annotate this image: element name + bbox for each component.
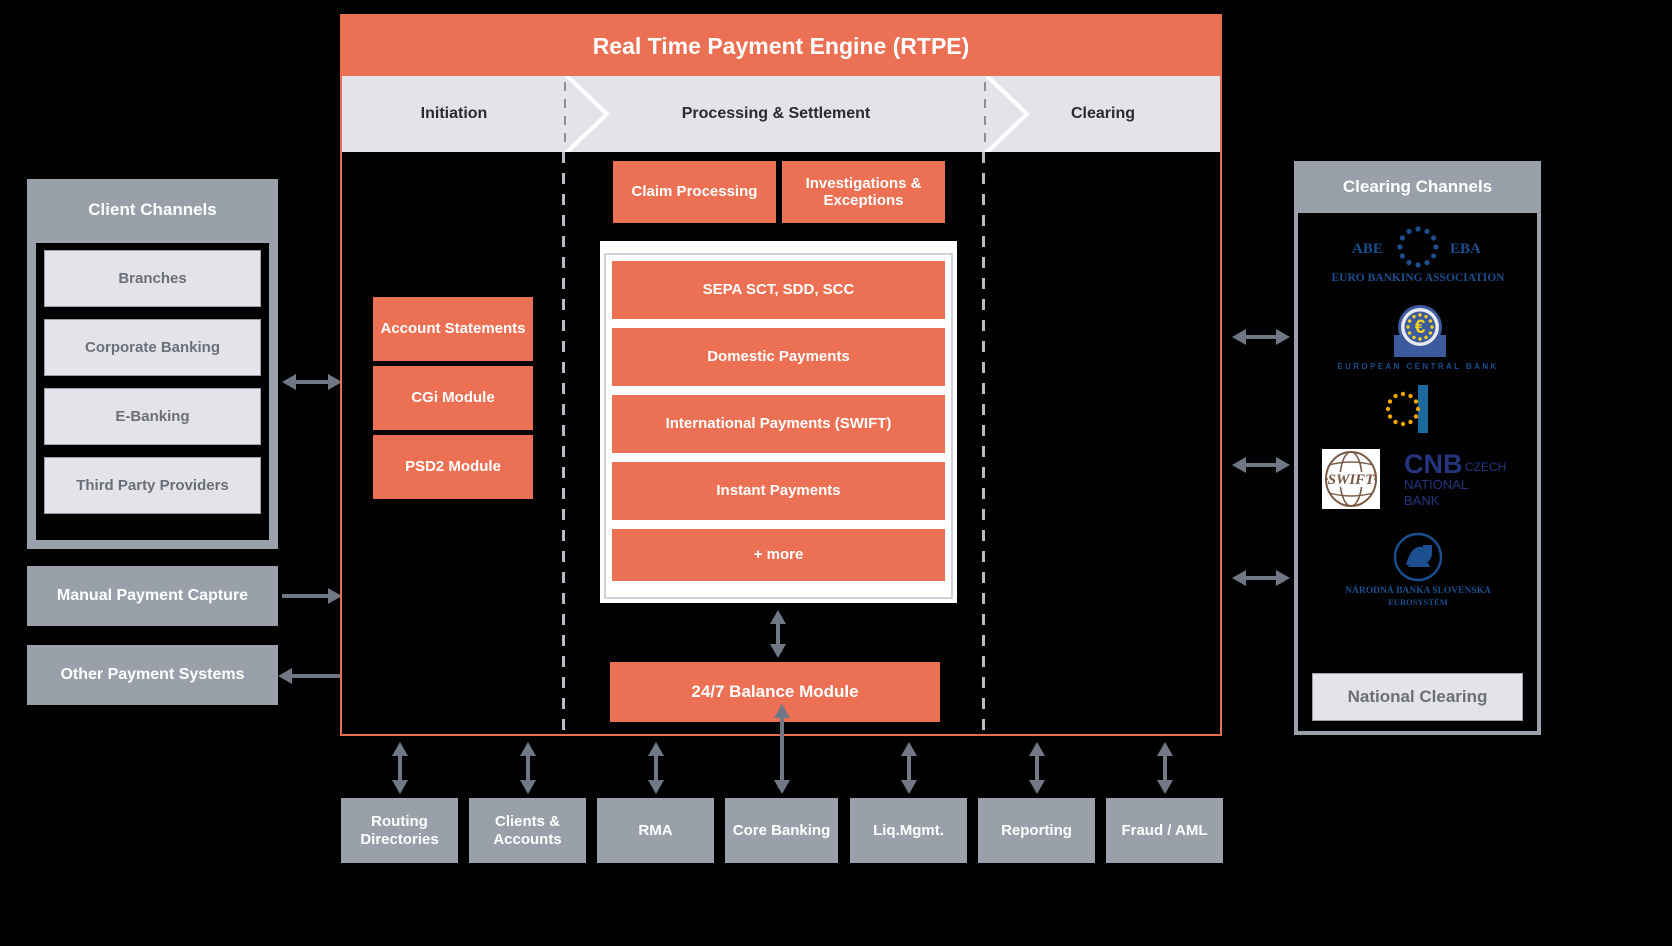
svg-text:NÁRODNÁ BANKA SLOVENSKA: NÁRODNÁ BANKA SLOVENSKA bbox=[1345, 584, 1491, 596]
client-channels-title: Client Channels bbox=[88, 200, 217, 220]
stage-initiation: Initiation bbox=[420, 104, 488, 122]
payment-types-container: SEPA SCT, SDD, SCC Domestic Payments Int… bbox=[600, 241, 957, 603]
chevron-right-icon-2 bbox=[984, 76, 1030, 152]
arrow-rtpe-to-routing-directories bbox=[388, 742, 412, 794]
svg-text:EURO BANKING ASSOCIATION: EURO BANKING ASSOCIATION bbox=[1331, 272, 1505, 284]
stage-clearing: Clearing bbox=[1070, 104, 1135, 122]
arrow-rtpe-to-clearing-1 bbox=[1232, 325, 1290, 349]
arrow-payments-to-balance-module bbox=[766, 610, 790, 658]
svg-text:CNB: CNB bbox=[1404, 449, 1463, 479]
svg-text:EUROSYSTÉM: EUROSYSTÉM bbox=[1388, 597, 1448, 607]
svg-text:CZECH: CZECH bbox=[1465, 460, 1506, 474]
arrow-rtpe-to-clearing-3 bbox=[1232, 566, 1290, 590]
client-channels-panel: Client Channels Branches Corporate Banki… bbox=[27, 179, 278, 549]
client-channel-third-party-providers[interactable]: Third Party Providers bbox=[44, 457, 261, 514]
other-payment-systems-block[interactable]: Other Payment Systems bbox=[27, 645, 278, 705]
module-account-statements[interactable]: Account Statements bbox=[373, 297, 533, 361]
service-clients-accounts[interactable]: Clients & Accounts bbox=[469, 798, 586, 863]
swift-icon: SWIFT bbox=[1321, 449, 1380, 509]
payment-type-sepa[interactable]: SEPA SCT, SDD, SCC bbox=[612, 261, 945, 319]
manual-payment-capture-block[interactable]: Manual Payment Capture bbox=[27, 566, 278, 626]
lane-separator-clearing bbox=[982, 152, 985, 734]
payment-type-international-swift[interactable]: International Payments (SWIFT) bbox=[612, 395, 945, 453]
arrow-manual-capture-to-rtpe bbox=[282, 584, 342, 608]
nbs-logo: NÁRODNÁ BANKA SLOVENSKA EUROSYSTÉM bbox=[1298, 531, 1537, 609]
clearing-channels-panel: Clearing Channels ABE EBA bbox=[1294, 161, 1541, 735]
client-channel-e-banking[interactable]: E-Banking bbox=[44, 388, 261, 445]
swift-cnb-logo-group: SWIFT CNB CZECH NATIONAL BANK bbox=[1298, 443, 1537, 515]
clearing-channels-title: Clearing Channels bbox=[1342, 177, 1493, 197]
arrow-client-channels-to-rtpe bbox=[282, 370, 342, 394]
svg-text:NATIONAL: NATIONAL bbox=[1404, 477, 1468, 492]
arrow-rtpe-to-liq-mgmt bbox=[897, 742, 921, 794]
payment-type-instant[interactable]: Instant Payments bbox=[612, 462, 945, 520]
stage-divider-2 bbox=[984, 82, 986, 146]
module-psd2[interactable]: PSD2 Module bbox=[373, 435, 533, 499]
module-balance-24-7[interactable]: 24/7 Balance Module bbox=[610, 662, 940, 722]
cnb-icon: CNB CZECH NATIONAL BANK bbox=[1404, 449, 1506, 508]
arrow-rtpe-to-clients-accounts bbox=[516, 742, 540, 794]
client-channel-branches[interactable]: Branches bbox=[44, 250, 261, 307]
module-investigations-exceptions[interactable]: Investigations & Exceptions bbox=[782, 161, 945, 223]
svg-text:EBA: EBA bbox=[1450, 241, 1481, 257]
svg-text:€: € bbox=[1414, 317, 1425, 338]
arrow-rtpe-to-clearing-2 bbox=[1232, 453, 1290, 477]
service-liq-mgmt[interactable]: Liq.Mgmt. bbox=[850, 798, 967, 863]
svg-text:ABE: ABE bbox=[1352, 241, 1383, 257]
arrow-rtpe-to-rma bbox=[644, 742, 668, 794]
payment-types-list: SEPA SCT, SDD, SCC Domestic Payments Int… bbox=[604, 253, 953, 599]
svg-text:EUROPEAN CENTRAL BANK: EUROPEAN CENTRAL BANK bbox=[1337, 362, 1498, 371]
ecb-logo: € EUROPEAN CENTRAL BANK bbox=[1298, 299, 1537, 373]
svg-text:SWIFT: SWIFT bbox=[1327, 472, 1375, 488]
client-channel-corporate-banking[interactable]: Corporate Banking bbox=[44, 319, 261, 376]
arrow-rtpe-to-reporting bbox=[1025, 742, 1049, 794]
rtpe-stage-band: Initiation Processing & Settlement Clear… bbox=[342, 76, 1220, 152]
module-claim-processing[interactable]: Claim Processing bbox=[613, 161, 776, 223]
payment-type-domestic[interactable]: Domestic Payments bbox=[612, 328, 945, 386]
payment-type-more[interactable]: + more bbox=[612, 529, 945, 581]
national-clearing-box[interactable]: National Clearing bbox=[1312, 673, 1523, 721]
service-reporting[interactable]: Reporting bbox=[978, 798, 1095, 863]
service-rma[interactable]: RMA bbox=[597, 798, 714, 863]
stage-divider-1 bbox=[564, 82, 566, 146]
module-cgi[interactable]: CGi Module bbox=[373, 366, 533, 430]
arrow-rtpe-to-fraud-aml bbox=[1153, 742, 1177, 794]
service-routing-directories[interactable]: Routing Directories bbox=[341, 798, 458, 863]
svg-text:BANK: BANK bbox=[1404, 493, 1440, 508]
rtpe-frame: Real Time Payment Engine (RTPE) Initiati… bbox=[340, 14, 1222, 736]
arrow-balance-module-to-core-banking bbox=[770, 704, 794, 794]
stage-processing-settlement: Processing & Settlement bbox=[681, 104, 871, 122]
eba-logo: ABE EBA bbox=[1298, 223, 1537, 289]
service-core-banking[interactable]: Core Banking bbox=[725, 798, 838, 863]
chevron-right-icon-1 bbox=[564, 76, 610, 152]
eba-clearing-logo bbox=[1298, 379, 1537, 439]
clearing-logos-area: ABE EBA bbox=[1298, 213, 1537, 731]
lane-separator-initiation bbox=[562, 152, 565, 734]
client-channels-list: Branches Corporate Banking E-Banking Thi… bbox=[34, 241, 271, 542]
rtpe-title: Real Time Payment Engine (RTPE) bbox=[342, 16, 1220, 76]
service-fraud-aml[interactable]: Fraud / AML bbox=[1106, 798, 1223, 863]
